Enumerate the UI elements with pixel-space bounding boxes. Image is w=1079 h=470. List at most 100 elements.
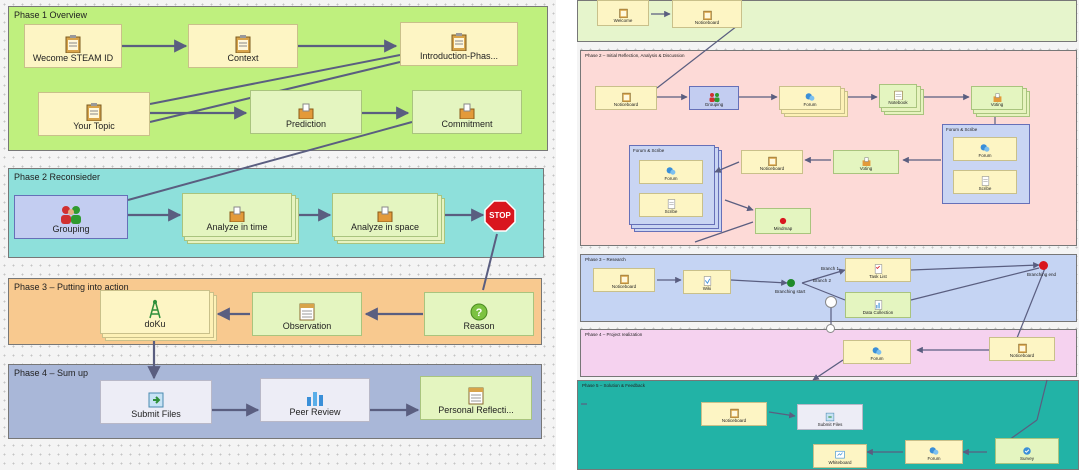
group-people-icon <box>61 206 81 224</box>
phase-title: Phase 4 – Project realization <box>585 332 643 337</box>
welcome-activity[interactable]: Welcome <box>597 0 649 26</box>
node-label: Reason <box>463 321 495 331</box>
forum-activity[interactable]: Forum <box>779 86 841 110</box>
analyze-in-space-activity[interactable]: Analyze in space <box>332 193 438 237</box>
forum-activity[interactable]: Forum <box>639 160 703 184</box>
phase-title: Phase 2 – Initial Reflection, Analysis &… <box>585 53 685 58</box>
forum-icon <box>805 93 815 101</box>
node-label: Noticeboard <box>759 166 785 171</box>
submit-files-activity[interactable]: Submit Files <box>797 404 863 430</box>
data-collection-icon <box>874 300 882 310</box>
stop-label: STOP <box>489 211 511 220</box>
node-label: Forum <box>664 176 678 181</box>
peer-review-activity[interactable]: Peer Review <box>260 378 370 422</box>
notebook-activity[interactable]: Notebook <box>879 84 917 108</box>
branch-1-label: Branch 1 <box>821 266 840 271</box>
branching-start-node[interactable] <box>787 279 795 287</box>
wiki-activity[interactable]: Wiki <box>683 270 731 294</box>
node-label: Grouping <box>52 224 90 234</box>
phase-title: Phase 1 Overview <box>14 10 88 20</box>
survey-activity[interactable]: Survey <box>995 438 1059 464</box>
connector-node[interactable] <box>826 324 835 333</box>
node-label: Survey <box>1019 456 1034 461</box>
reason-activity[interactable]: ? Reason <box>424 292 534 336</box>
noticeboard-activity[interactable]: Noticeboard <box>741 150 803 174</box>
task-list-activity[interactable]: Task List <box>845 258 911 282</box>
ballot-box-icon <box>229 206 245 222</box>
scribe-icon <box>667 199 675 209</box>
notebook-icon <box>702 10 712 20</box>
doku-activity[interactable]: doKu <box>100 290 210 334</box>
node-label: Noticeboard <box>694 20 720 25</box>
notebook-icon <box>619 274 629 284</box>
svg-text:?: ? <box>476 307 483 319</box>
branching-end-node[interactable] <box>1039 261 1048 270</box>
notebook-icon <box>767 156 777 166</box>
notebook-icon <box>1017 343 1027 353</box>
prediction-activity[interactable]: Prediction <box>250 90 362 134</box>
noticeboard-activity[interactable]: Noticeboard <box>593 268 655 292</box>
forum-icon <box>929 447 939 455</box>
node-label: Noticeboard <box>1009 353 1035 358</box>
antenna-tower-icon <box>149 299 161 319</box>
mindmap-activity[interactable]: Mindmap <box>755 208 811 234</box>
notebook-icon <box>235 35 251 53</box>
branching-end-label: Branching end <box>1027 272 1057 277</box>
observation-activity[interactable]: Observation <box>252 292 362 336</box>
node-label: Commitment <box>441 119 493 129</box>
personal-reflection-activity[interactable]: Personal Reflecti... <box>420 376 532 420</box>
submit-files-icon <box>148 392 164 408</box>
forum-icon <box>980 144 990 152</box>
forum-icon <box>666 167 676 175</box>
welcome-steam-id-activity[interactable]: Wecome STEAM ID <box>24 24 122 68</box>
wiki-icon <box>703 276 711 286</box>
ballot-box-icon <box>993 93 1001 102</box>
voting-activity[interactable]: Voting <box>971 86 1023 110</box>
stop-gate[interactable]: STOP <box>484 200 516 232</box>
ballot-box-icon <box>298 103 314 119</box>
task-list-icon <box>874 264 882 274</box>
submit-files-activity[interactable]: Submit Files <box>100 380 212 424</box>
phase-3-lane: Phase 3 – Research <box>580 254 1077 322</box>
node-label: Noticeboard <box>611 284 637 289</box>
ballot-box-icon <box>459 103 475 119</box>
forum-activity[interactable]: Forum <box>953 137 1017 161</box>
node-label: Data Collection <box>862 310 894 315</box>
context-activity[interactable]: Context <box>188 24 298 68</box>
calendar-table-icon <box>299 303 315 321</box>
grouping-activity[interactable]: Grouping <box>689 86 739 110</box>
analyze-in-time-activity[interactable]: Analyze in time <box>182 193 292 237</box>
notebook-icon <box>729 408 739 418</box>
node-label: Welcome <box>613 18 633 23</box>
node-label: Forum <box>803 102 817 107</box>
notebook-icon <box>86 103 102 121</box>
scribe-activity[interactable]: Scribe <box>639 193 703 217</box>
noticeboard-activity[interactable]: Noticeboard <box>595 86 657 110</box>
whiteboard-activity[interactable]: Whiteboard <box>813 444 867 468</box>
node-label: Wecome STEAM ID <box>32 53 114 63</box>
noticeboard-activity[interactable]: Noticeboard <box>989 337 1055 361</box>
scribe-activity[interactable]: Scribe <box>953 170 1017 194</box>
node-label: Task List <box>869 274 887 279</box>
node-label: Forum <box>978 153 992 158</box>
notebook-icon <box>451 33 467 51</box>
commitment-activity[interactable]: Commitment <box>412 90 522 134</box>
calendar-table-icon <box>468 387 484 405</box>
your-topic-activity[interactable]: Your Topic <box>38 92 150 136</box>
node-label: Personal Reflecti... <box>438 405 514 415</box>
noticeboard-activity[interactable]: Noticeboard <box>672 0 742 28</box>
node-label: Forum <box>870 356 884 361</box>
data-collection-activity[interactable]: Data Collection <box>845 292 911 318</box>
phase-title: Phase 4 – Sum up <box>14 368 89 378</box>
introduction-phase-activity[interactable]: Introduction-Phas... <box>400 22 518 66</box>
gate-node[interactable] <box>825 296 837 308</box>
forum-activity[interactable]: Forum <box>843 340 911 364</box>
node-label: Analyze in space <box>350 222 420 232</box>
branch-2-label: Branch 2 <box>813 278 832 283</box>
notebook-icon <box>618 8 628 18</box>
voting-activity[interactable]: Voting <box>833 150 899 174</box>
noticeboard-activity[interactable]: Noticeboard <box>701 402 767 426</box>
grouping-activity[interactable]: Grouping <box>14 195 128 239</box>
forum-activity[interactable]: Forum <box>905 440 963 464</box>
node-label: Submit Files <box>131 409 181 419</box>
